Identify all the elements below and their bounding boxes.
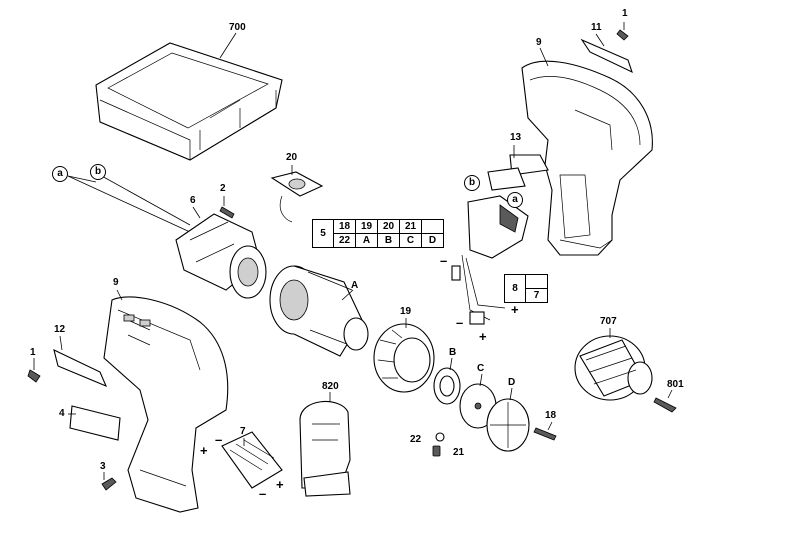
- callout-B: B: [449, 347, 457, 358]
- callout-A: A: [351, 280, 359, 291]
- small-ref-top-empty: [525, 274, 548, 289]
- chuck-drawing: [574, 335, 653, 401]
- callout-9-left: 9: [113, 277, 119, 288]
- ref-table-bottom-cell: A: [355, 233, 378, 248]
- minus-sign-battery-top: –: [215, 432, 223, 447]
- callout-801: 801: [667, 379, 684, 390]
- callout-C: C: [477, 363, 485, 374]
- ref-table-bottom-cell: C: [399, 233, 422, 248]
- ref-table-top-cell: 20: [377, 219, 400, 234]
- callout-6: 6: [190, 195, 196, 206]
- clutch-ring-drawing: [373, 323, 435, 393]
- callout-20: 20: [286, 152, 298, 163]
- callout-11: 11: [591, 22, 602, 33]
- callout-700: 700: [229, 22, 246, 33]
- plus-sign-battery-right: +: [276, 477, 284, 492]
- callout-1-left: 1: [30, 347, 36, 358]
- callout-4: 4: [59, 408, 65, 419]
- small-ref-left: 8: [504, 274, 526, 303]
- callout-12: 12: [54, 324, 66, 335]
- callout-707: 707: [600, 316, 617, 327]
- callout-13: 13: [510, 132, 522, 143]
- callout-7: 7: [240, 426, 246, 437]
- callout-9-top: 9: [536, 37, 542, 48]
- battery-terminal-drawing: [221, 431, 283, 489]
- carrying-case-drawing: [95, 42, 283, 161]
- callout-22: 22: [410, 434, 422, 445]
- callout-1-top: 1: [622, 8, 628, 19]
- ref-table-top-cell: 21: [399, 219, 422, 234]
- ref-table-bottom-cell: D: [421, 233, 444, 248]
- minus-sign-battery-bottom: –: [259, 486, 267, 501]
- wire-tag-b-left: b: [90, 164, 106, 180]
- ref-table-row-label: 5: [312, 219, 334, 248]
- left-housing-half-drawing: [103, 296, 229, 513]
- wire-tag-a-switch: a: [507, 192, 523, 208]
- switch-module-drawing: [451, 195, 529, 325]
- wire-tag-a-left: a: [52, 166, 68, 182]
- ref-table-bottom-cell: 22: [333, 233, 356, 248]
- parts-reference-table: 5 18 19 20 21 22 A B C D: [312, 219, 444, 248]
- callout-D: D: [508, 377, 516, 388]
- callout-19: 19: [400, 306, 412, 317]
- gearbox-drawing: [269, 265, 369, 357]
- ref-table-top-cell: [421, 219, 444, 234]
- small-ref-bottom: 7: [525, 288, 548, 303]
- ref-table-top-cell: 18: [333, 219, 356, 234]
- plus-sign-battery-left: +: [200, 443, 208, 458]
- minus-sign-lower: –: [456, 315, 464, 330]
- belt-clip-drawing: [299, 400, 351, 497]
- motor-drawing: [175, 213, 267, 299]
- wire-tag-b-switch: b: [464, 175, 480, 191]
- callout-21: 21: [453, 447, 465, 458]
- callout-18: 18: [545, 410, 557, 421]
- plus-sign-switch-bottom: +: [479, 329, 487, 344]
- minus-sign-switch: –: [440, 253, 448, 268]
- callout-820: 820: [322, 381, 339, 392]
- small-reference-table: 8 7: [504, 274, 548, 303]
- ref-table-bottom-cell: B: [377, 233, 400, 248]
- right-housing-half-drawing: [521, 60, 653, 256]
- callout-2: 2: [220, 183, 226, 194]
- callout-3: 3: [100, 461, 106, 472]
- ref-table-top-cell: 19: [355, 219, 378, 234]
- plus-sign-switch-right: +: [511, 302, 519, 317]
